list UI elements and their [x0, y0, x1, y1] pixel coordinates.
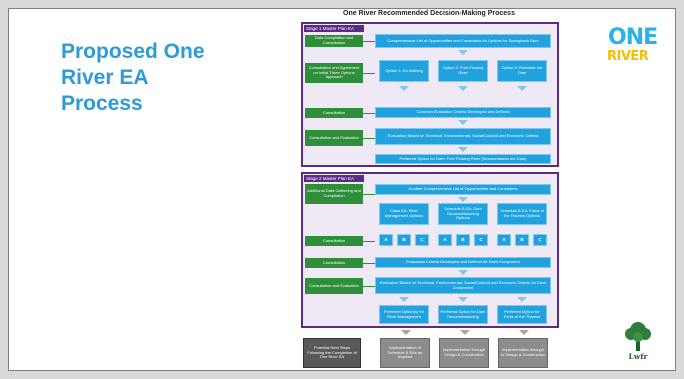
connector — [363, 194, 375, 195]
alternative-c: C — [415, 234, 429, 246]
connector — [363, 73, 375, 74]
alternative-b: B — [515, 234, 529, 246]
stage-2-panel: Stage 2 Master Plan EA Additional Data G… — [301, 172, 559, 328]
stage-1-header: Stage 1 Master Plan EA — [304, 25, 364, 32]
stage2-step-consultation-1: Consultation — [305, 236, 363, 246]
landowner-logo-text: Lwfr — [628, 352, 648, 361]
process-flowchart: One River Recommended Decision-Making Pr… — [298, 9, 560, 370]
down-arrow — [458, 297, 468, 302]
down-arrow — [517, 86, 527, 91]
slide: Proposed One River EA Process One River … — [8, 8, 676, 371]
one-river-logo: ONE RIVER — [604, 25, 658, 71]
stage1-step-data-compilation: Data Compilation and Consultation — [305, 35, 363, 47]
stage-1-panel: Stage 1 Master Plan EA Data Compilation … — [301, 22, 559, 167]
next-step-schedule-b: Implementation of Schedule B EAs as requ… — [380, 338, 430, 368]
stage2-component-dam: Schedule B EA: Dam Decommissioning Optio… — [438, 203, 488, 225]
alternative-b: B — [456, 234, 470, 246]
stage1-opportunities-box: Comprehensive List of Opportunities and … — [375, 34, 551, 48]
down-arrow — [460, 330, 470, 335]
down-arrow — [458, 120, 468, 125]
alternative-b: B — [397, 234, 411, 246]
down-arrow — [517, 297, 527, 302]
stage2-opportunities-box: Confirm Comprehensive List of Opportunit… — [375, 184, 551, 195]
stage2-step-data-gathering: Additional Data Gathering and Compilatio… — [305, 184, 363, 204]
stage2-step-consultation-2: Consultation — [305, 258, 363, 268]
stage2-criteria-box: Evaluation Criteria Developed and Define… — [375, 257, 551, 268]
next-step-design-construction-2: Implementation through to Design & Const… — [498, 338, 548, 368]
stage1-step-agreement: Consultation and Agreement on Initial Th… — [305, 63, 363, 83]
down-arrow — [399, 297, 409, 302]
stage2-component-river: Class EA: River Management Options — [379, 203, 429, 225]
tree-icon — [625, 322, 651, 351]
stage1-step-evaluation: Consultation and Evaluation — [305, 130, 363, 146]
alternative-a: A — [438, 234, 452, 246]
stage1-option-2: Option 2: Free-Flowing River — [438, 60, 488, 82]
down-arrow — [401, 330, 411, 335]
alternative-a: A — [379, 234, 393, 246]
stage1-evaluation-box: Evaluation Based on Technical, Environme… — [375, 128, 551, 145]
alternative-c: C — [474, 234, 488, 246]
next-steps-label: Potential Next Steps Following the Compl… — [303, 338, 361, 368]
stage2-preferred-forks: Preferred Option for Forks of the Thames — [497, 305, 547, 324]
slide-title: Proposed One River EA Process — [61, 39, 261, 117]
stage2-component-forks: Schedule B EA: Forks of the Thames Optio… — [497, 203, 547, 225]
alternative-c: C — [533, 234, 547, 246]
landowner-tree-logo: Lwfr — [620, 320, 656, 364]
stage1-criteria-box: Common Evaluation Criteria Developed and… — [375, 107, 551, 118]
connector — [363, 41, 375, 42]
down-arrow — [519, 330, 529, 335]
connector — [363, 241, 375, 242]
alternative-a: A — [497, 234, 511, 246]
stage-2-header: Stage 2 Master Plan EA — [304, 175, 364, 182]
title-line-2: River EA — [61, 66, 149, 89]
down-arrow — [399, 86, 409, 91]
next-step-design-construction-1: Implementation through Design & Construc… — [439, 338, 489, 368]
flowchart-title: One River Recommended Decision-Making Pr… — [343, 10, 515, 17]
stage1-preferred-box: Preferred Option for Dam: Free Flowing R… — [375, 154, 551, 164]
one-river-logo-top: ONE — [608, 25, 658, 50]
stage2-evaluation-box: Evaluation Based on Technical, Environme… — [375, 277, 551, 294]
stage2-preferred-dam: Preferred Option for Dam Decommissioning — [438, 305, 488, 324]
down-arrow — [458, 50, 468, 55]
stage1-step-consultation: Consultation — [305, 108, 363, 118]
title-line-1: Proposed One — [61, 40, 205, 63]
stage1-option-1: Option 1: Do Nothing — [379, 60, 429, 82]
down-arrow — [458, 86, 468, 91]
down-arrow — [458, 147, 468, 152]
connector — [363, 113, 375, 114]
title-line-3: Process — [61, 92, 143, 115]
down-arrow — [458, 270, 468, 275]
stage2-preferred-river: Preferred Option(s) for River Management — [379, 305, 429, 324]
connector — [363, 263, 375, 264]
connector — [363, 138, 375, 139]
connector — [363, 286, 375, 287]
down-arrow — [458, 197, 468, 202]
stage2-step-evaluation: Consultation and Evaluation — [305, 278, 363, 294]
stage1-option-3: Option 3: Reinstate the Dam — [497, 60, 547, 82]
one-river-logo-bottom: RIVER — [607, 49, 649, 64]
